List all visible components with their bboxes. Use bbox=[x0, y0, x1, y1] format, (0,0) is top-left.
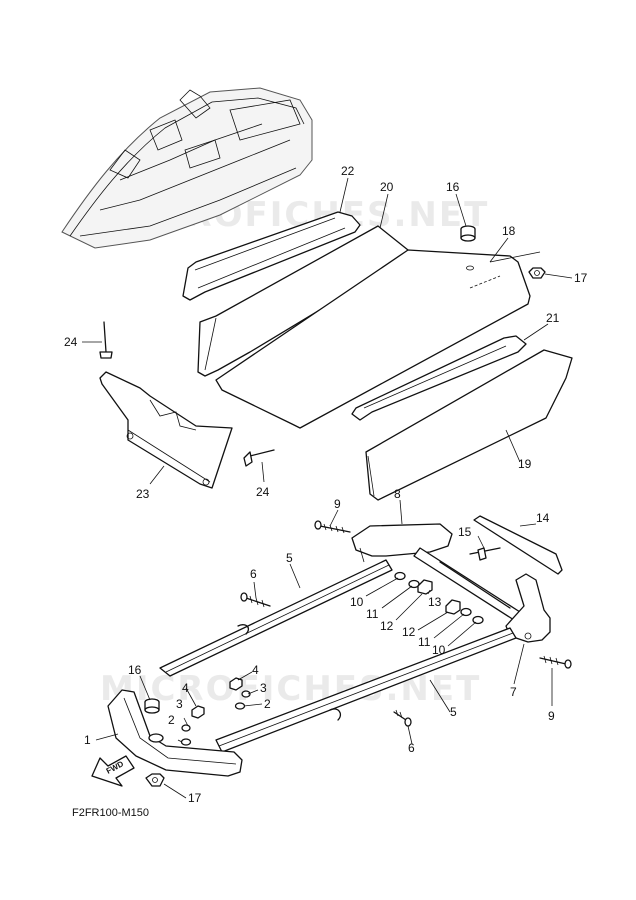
callout-10-b: 10 bbox=[432, 643, 446, 657]
grommet-hole bbox=[466, 265, 474, 271]
callout-4-a: 4 bbox=[252, 663, 259, 677]
callout-16-bottom: 16 bbox=[128, 663, 142, 677]
nut-4-a bbox=[229, 677, 243, 691]
grommet-16-bottom bbox=[144, 698, 160, 714]
callout-10-a: 10 bbox=[350, 595, 364, 609]
callout-15: 15 bbox=[458, 525, 472, 539]
rail-5-lower bbox=[215, 627, 517, 753]
washer-2-b bbox=[180, 738, 192, 746]
washer-10-a bbox=[394, 571, 406, 581]
callout-8: 8 bbox=[394, 487, 401, 501]
mat-22 bbox=[182, 211, 361, 301]
bolt-6-left bbox=[240, 592, 271, 608]
callout-2-a: 2 bbox=[264, 697, 271, 711]
callout-6-left: 6 bbox=[250, 567, 257, 581]
nut-12-b bbox=[445, 599, 461, 615]
callout-11-a: 11 bbox=[366, 607, 379, 621]
washer-2-a bbox=[234, 702, 246, 710]
bolt-6-bottom bbox=[393, 709, 412, 727]
callout-7: 7 bbox=[510, 685, 517, 699]
washer-3-a bbox=[241, 690, 251, 698]
rivet-24-bottom bbox=[243, 449, 275, 467]
callout-12-a: 12 bbox=[380, 619, 394, 633]
callout-2-b: 2 bbox=[168, 713, 175, 727]
strip-14 bbox=[473, 515, 563, 575]
callout-5-top: 5 bbox=[286, 551, 293, 565]
bolt-9-top bbox=[314, 520, 351, 534]
callout-19: 19 bbox=[518, 457, 532, 471]
washer-3-b bbox=[181, 724, 191, 732]
nut-17-bottom bbox=[145, 773, 165, 787]
callout-17-bottom: 17 bbox=[188, 791, 202, 805]
fwd-arrow-icon: FWD bbox=[91, 755, 135, 787]
callout-23: 23 bbox=[136, 487, 150, 501]
nut-12-a bbox=[417, 579, 433, 595]
callout-22: 22 bbox=[341, 164, 355, 178]
grommet-16-top bbox=[460, 225, 476, 242]
callout-24-bottom: 24 bbox=[256, 485, 270, 499]
mat-19 bbox=[365, 349, 573, 501]
panel-18 bbox=[215, 249, 531, 429]
bracket-8 bbox=[351, 523, 453, 563]
callout-9-right: 9 bbox=[548, 709, 555, 723]
bracket-7 bbox=[505, 573, 551, 643]
callout-3-b: 3 bbox=[176, 697, 183, 711]
callout-16-top: 16 bbox=[446, 180, 460, 194]
callout-4-b: 4 bbox=[182, 681, 189, 695]
washer-11-a bbox=[408, 579, 420, 589]
leader-lines bbox=[82, 177, 573, 799]
bolt-9-right bbox=[539, 655, 572, 669]
rivet-24-left bbox=[99, 321, 113, 359]
callout-1: 1 bbox=[84, 733, 91, 747]
watercraft-overview bbox=[61, 87, 313, 249]
callout-6-bottom: 6 bbox=[408, 741, 415, 755]
figure-code: F2FR100-M150 bbox=[72, 807, 149, 819]
bumper-1 bbox=[107, 689, 243, 777]
bracket-23 bbox=[99, 371, 233, 489]
callout-17-top: 17 bbox=[574, 271, 588, 285]
bolt-15 bbox=[469, 547, 501, 561]
callout-11-b: 11 bbox=[418, 635, 431, 649]
callout-12-b: 12 bbox=[402, 625, 416, 639]
callout-21: 21 bbox=[546, 311, 560, 325]
callout-24-left: 24 bbox=[64, 335, 78, 349]
callout-9-top: 9 bbox=[334, 497, 341, 511]
callout-14: 14 bbox=[536, 511, 550, 525]
callout-labels: 22 20 16 18 17 21 24 23 24 19 9 8 15 14 … bbox=[64, 164, 588, 805]
callout-5-bottom: 5 bbox=[450, 705, 457, 719]
nut-17-top bbox=[528, 267, 546, 279]
mat-21 bbox=[351, 335, 527, 421]
washer-10-b bbox=[472, 615, 484, 625]
callout-13: 13 bbox=[428, 595, 442, 609]
callout-18: 18 bbox=[502, 224, 516, 238]
callout-20: 20 bbox=[380, 180, 394, 194]
rail-5-upper bbox=[159, 559, 393, 677]
callout-3-a: 3 bbox=[260, 681, 267, 695]
nut-4-b bbox=[191, 705, 205, 719]
washer-11-b bbox=[460, 607, 472, 617]
